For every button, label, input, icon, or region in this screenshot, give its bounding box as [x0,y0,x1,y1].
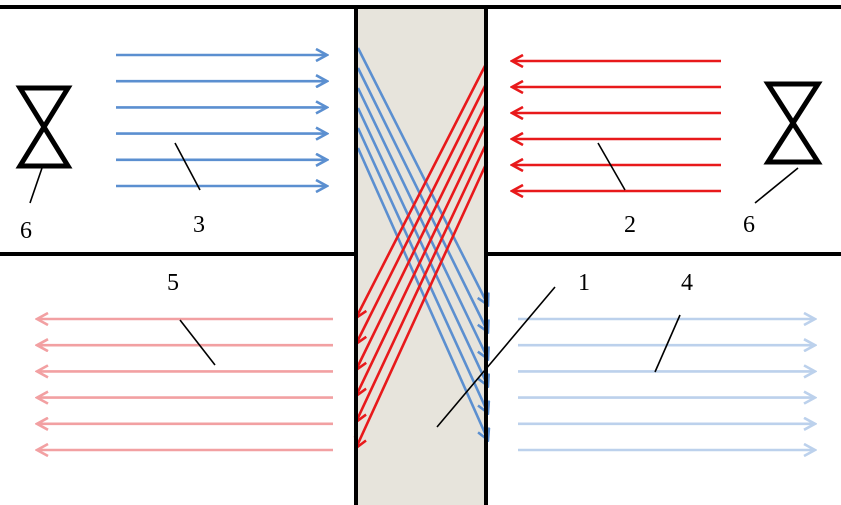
red-diagonal-arrows [356,61,489,448]
hourglass-icon [763,81,823,165]
label-cold-exhaust: 4 [681,270,693,296]
label-exchanger: 1 [578,270,590,296]
label-cold-supply: 3 [193,212,205,238]
label-warm-supply: 2 [624,212,636,238]
blue-diagonal-arrow [356,127,488,413]
red-diagonal-arrow [356,61,489,318]
walls [0,5,841,505]
blue-diagonal-arrow [356,47,488,305]
red-diagonal-arrow [356,81,489,344]
blue-diagonal-arrow [356,87,488,359]
warm-supply-arrows [512,61,721,191]
leader-lines [29,142,799,428]
red-diagonal-arrow [356,141,489,422]
label-fan-left: 6 [20,218,32,244]
blue-diagonal-arrow [356,67,488,332]
warm-exhaust-arrows [37,319,333,450]
red-diagonal-arrow [356,121,489,396]
cold-exhaust-arrows [518,319,815,450]
label-fan-right: 6 [743,212,755,238]
label-warm-exhaust: 5 [167,270,179,296]
red-diagonal-arrow [356,101,489,370]
blue-diagonal-arrows [356,47,488,440]
blue-diagonal-arrow [356,107,488,386]
red-diagonal-arrow [356,161,489,448]
cold-supply-arrows [116,55,327,186]
hourglass-icon [15,85,73,169]
